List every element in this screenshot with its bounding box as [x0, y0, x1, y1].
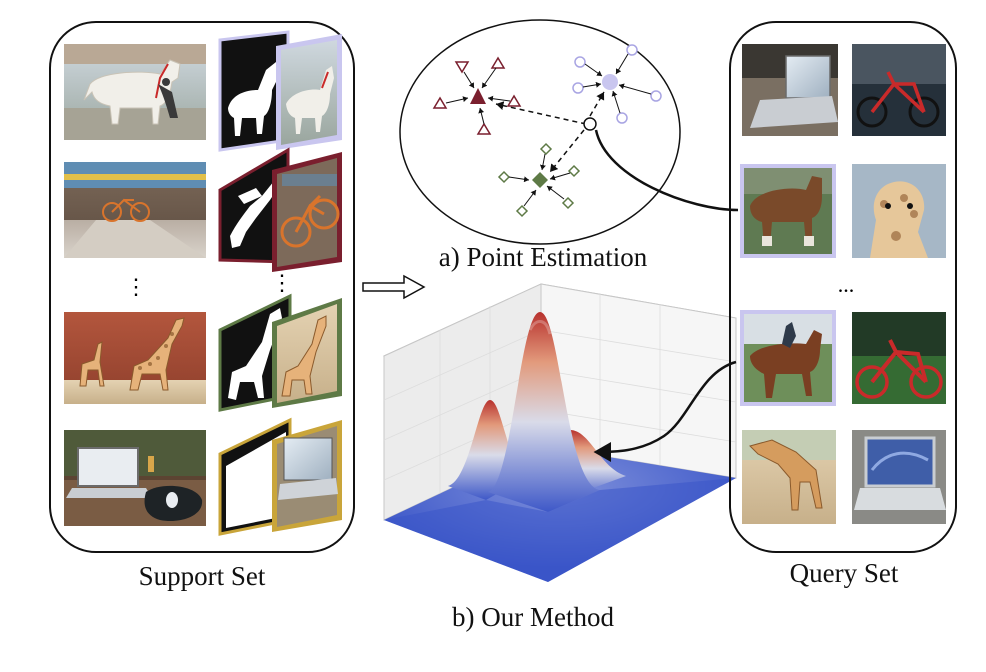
density-surface-plot	[382, 283, 737, 582]
support-set-panel: ⋮ ⋮	[49, 21, 355, 553]
query-photo-giraffe-2	[742, 430, 836, 524]
caption-our-method: b) Our Method	[452, 602, 614, 632]
query-photo-giraffe-1	[852, 164, 946, 258]
caption-point-estimation: a) Point Estimation	[439, 242, 648, 272]
hollow-arrow	[362, 274, 426, 300]
connector-query-to-point	[594, 129, 739, 212]
support-photo-bicycle	[64, 162, 206, 258]
query-photo-bicycle-1	[852, 44, 946, 136]
query-photo-horse-2	[740, 310, 836, 406]
horse-class-cluster	[572, 44, 662, 124]
point-estimation-diagram	[399, 19, 681, 245]
support-ellipsis-left: ⋮	[125, 274, 147, 299]
bicycle-class-cluster	[432, 56, 522, 135]
support-framed-laptop	[272, 420, 342, 532]
query-photo-laptop-1	[742, 44, 838, 136]
support-photo-giraffe	[64, 312, 206, 404]
support-framed-bicycle	[272, 152, 342, 272]
horse-prototype-icon	[602, 74, 618, 90]
connector-query-to-surface	[593, 360, 737, 462]
caption-support-set: Support Set	[139, 561, 266, 591]
query-point-icon	[583, 117, 597, 131]
support-photo-horse	[64, 44, 206, 140]
bicycle-prototype-icon	[470, 88, 486, 104]
query-photo-bicycle-2	[852, 312, 946, 404]
support-ellipsis-right: ⋮	[271, 270, 293, 295]
support-framed-horse	[276, 34, 342, 150]
query-set-panel: ...	[729, 21, 957, 553]
support-photo-laptop	[64, 430, 206, 526]
caption-query-set: Query Set	[790, 558, 899, 588]
giraffe-prototype-icon	[532, 172, 548, 188]
query-ellipsis: ...	[838, 272, 855, 297]
support-framed-giraffe	[272, 298, 342, 408]
query-photo-horse-1	[740, 164, 836, 258]
query-photo-laptop-2	[852, 430, 946, 524]
giraffe-class-cluster	[497, 142, 581, 218]
